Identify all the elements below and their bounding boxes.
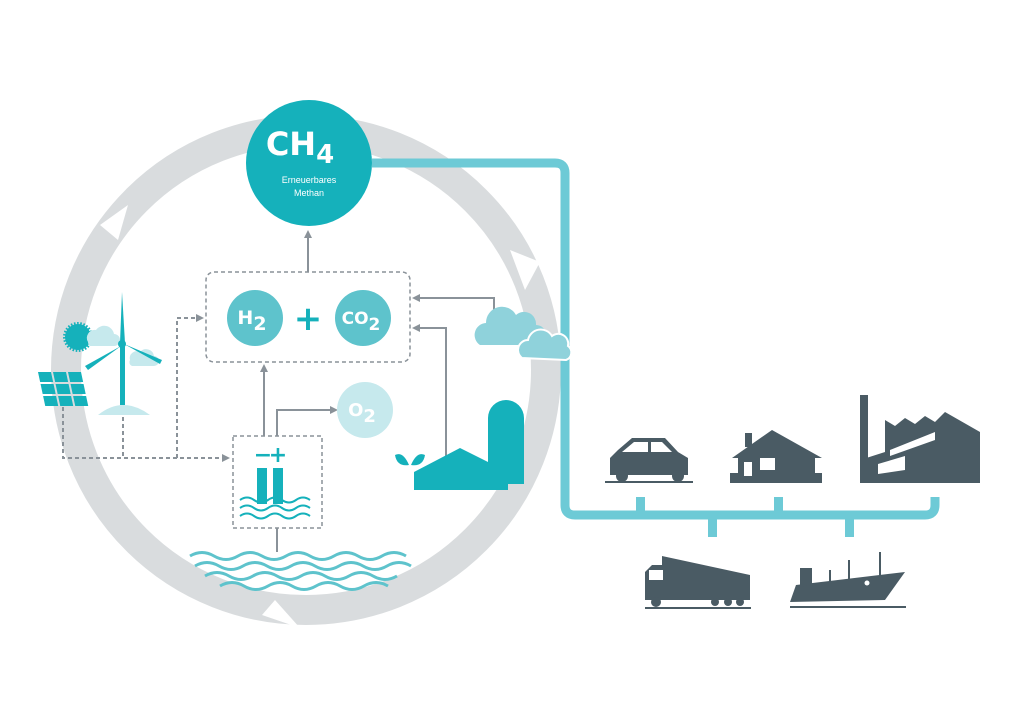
electrolyzer: − + xyxy=(232,435,323,529)
methane-formula: CH xyxy=(266,125,316,163)
methane-label-line1: Erneuerbares xyxy=(282,175,337,185)
methane-node: CH4 Erneuerbares Methan xyxy=(246,100,372,226)
methane-label-line2: Methan xyxy=(294,188,324,198)
cloud-icon xyxy=(129,349,159,366)
hydrogen-formula: H xyxy=(237,307,253,329)
methanation-box xyxy=(205,271,411,363)
cloud-icon xyxy=(86,325,120,346)
pipeline-branches xyxy=(636,497,854,537)
car-icon xyxy=(605,438,693,483)
water-icon xyxy=(189,551,412,591)
plus-sign: + xyxy=(294,299,323,339)
ship-icon xyxy=(790,552,906,608)
hydrogen-subscript: 2 xyxy=(253,313,266,335)
anode-plus: + xyxy=(269,443,287,468)
biogas-plant-icon xyxy=(414,400,524,490)
solar-panel-icon xyxy=(38,372,89,406)
truck-icon xyxy=(645,556,751,609)
co2-subscript: 2 xyxy=(369,315,381,335)
svg-text:H2: H2 xyxy=(237,307,266,335)
oxygen-formula: O xyxy=(348,400,363,421)
wind-turbine-icon xyxy=(85,292,162,415)
svg-text:O2: O2 xyxy=(348,400,376,427)
methane-subscript: 4 xyxy=(316,140,334,170)
factory-icon xyxy=(860,395,980,483)
co2-formula: CO xyxy=(342,309,369,329)
svg-text:CO2: CO2 xyxy=(342,309,381,335)
co2-clouds-icon xyxy=(474,306,573,362)
carbon-dioxide-node: CO2 xyxy=(335,290,391,346)
oxygen-subscript: 2 xyxy=(363,406,376,427)
hydrogen-node: H2 xyxy=(227,290,283,346)
house-icon xyxy=(730,430,822,483)
svg-text:CH4: CH4 xyxy=(266,125,334,170)
flow-arrows xyxy=(62,230,495,470)
cathode-minus: − xyxy=(254,443,272,468)
oxygen-node: O2 xyxy=(337,382,393,438)
leaf-icon xyxy=(395,454,425,466)
gas-pipeline xyxy=(372,158,940,520)
